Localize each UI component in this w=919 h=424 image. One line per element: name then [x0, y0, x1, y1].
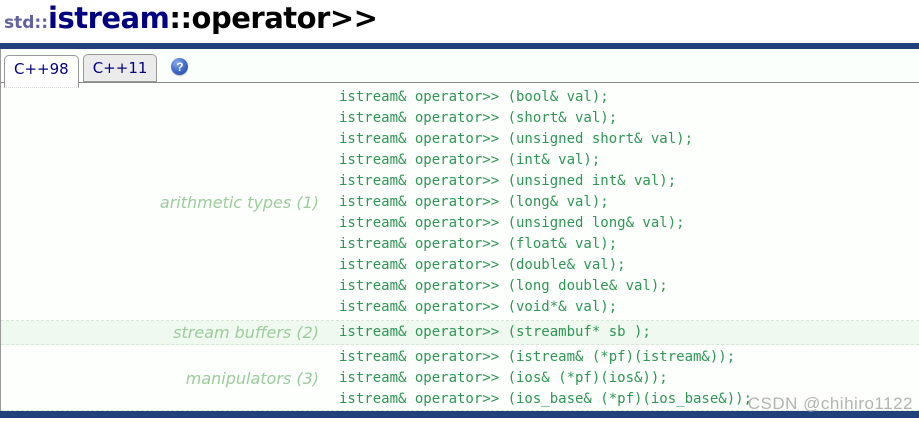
- code-line: istream& operator>> (streambuf* sb );: [339, 324, 651, 340]
- title-namespace: std::: [4, 13, 49, 33]
- code-line: istream& operator>> (istream& (*pf)(istr…: [339, 349, 736, 365]
- code-line: istream& operator>> (ios& (*pf)(ios&));: [339, 370, 668, 386]
- code-line: istream& operator>> (long double& val);: [339, 278, 668, 294]
- help-icon[interactable]: ?: [171, 58, 189, 75]
- code-line: istream& operator>> (float& val);: [339, 236, 618, 252]
- code-line: istream& operator>> (double& val);: [339, 257, 626, 273]
- tab-cpp11[interactable]: C++11: [82, 54, 158, 82]
- declaration-group: stream buffers (2) istream& operator>> (s…: [1, 321, 919, 345]
- code-lines: istream& operator>> (bool& val); istream&…: [339, 87, 693, 318]
- code-line: istream& operator>> (void*& val);: [339, 299, 618, 315]
- group-label: arithmetic types (1): [159, 193, 319, 212]
- declaration-group: manipulators (3) istream& operator>> (ist…: [1, 345, 919, 411]
- group-label: stream buffers (2): [173, 323, 319, 342]
- code-line: istream& operator>> (ios_base& (*pf)(ios…: [339, 391, 753, 407]
- code-lines: istream& operator>> (istream& (*pf)(istr…: [339, 347, 752, 410]
- code-lines: istream& operator>> (streambuf* sb );: [339, 322, 651, 343]
- title-class-name: istream: [48, 1, 170, 35]
- code-line: istream& operator>> (unsigned long& val)…: [339, 215, 685, 231]
- page-title: std::istream::operator>>: [0, 0, 919, 43]
- version-tab-strip: C++98 C++11 ?: [0, 49, 919, 88]
- title-member-name: ::operator>>: [169, 1, 378, 35]
- group-label: manipulators (3): [185, 369, 319, 388]
- code-line: istream& operator>> (int& val);: [339, 152, 601, 168]
- declaration-group: arithmetic types (1) istream& operator>> …: [1, 83, 919, 321]
- code-line: istream& operator>> (short& val);: [339, 110, 618, 126]
- tab-cpp98[interactable]: C++98: [4, 55, 79, 88]
- code-line: istream& operator>> (unsigned short& val…: [339, 131, 694, 147]
- code-line: istream& operator>> (unsigned int& val);: [339, 173, 677, 189]
- code-line: istream& operator>> (long& val);: [339, 194, 609, 210]
- declaration-table: arithmetic types (1) istream& operator>> …: [0, 83, 919, 411]
- code-line: istream& operator>> (bool& val);: [339, 89, 609, 105]
- title-divider-bar: [0, 43, 919, 49]
- bottom-divider-bar: [0, 411, 919, 418]
